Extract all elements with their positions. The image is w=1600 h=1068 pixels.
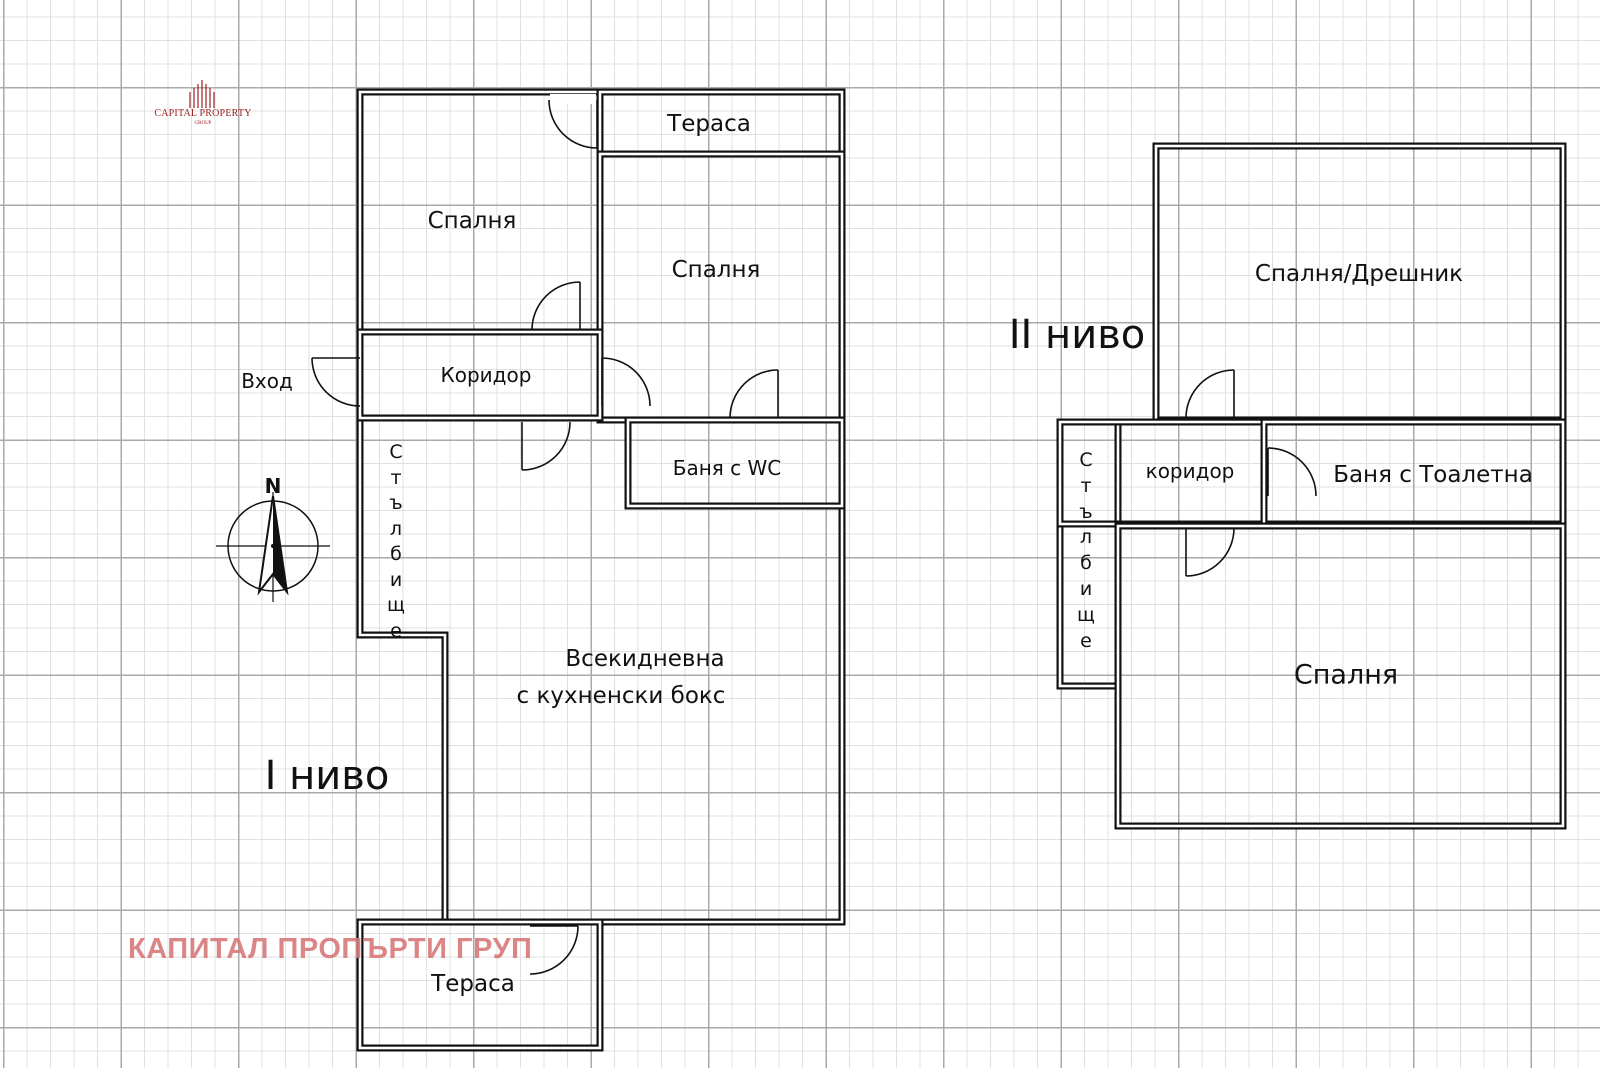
living-room-label: Всекидневна с кухненски бокс: [517, 641, 726, 715]
stairs-letter: щ: [387, 594, 405, 616]
door-corridor-bedroom-b: [601, 357, 651, 407]
level-2-doors: [1185, 369, 1317, 577]
stairs-letter: С: [389, 441, 403, 463]
level-1-title: I ниво: [264, 753, 390, 799]
stairs-letter: б: [1080, 552, 1092, 575]
stairs-letter: ъ: [389, 492, 403, 514]
living-room-label-line2: с кухненски бокс: [516, 683, 726, 709]
level-2-walls: [1056, 142, 1567, 830]
door-corridor-living: [521, 421, 571, 471]
corridor-2-label: коридор: [1145, 459, 1235, 483]
door-bathroom-2: [1267, 447, 1317, 497]
stairs-letter: С: [1079, 449, 1093, 471]
door-bedroom-a-top: [548, 99, 598, 149]
stairs-letter: е: [390, 619, 402, 642]
level-1-doors: [311, 94, 779, 975]
door-bedroom-closet: [1185, 369, 1235, 419]
terrace-bottom-label: Тераса: [431, 971, 515, 997]
bathroom-label: Баня с WC: [672, 456, 782, 480]
living-room-label-line1: Всекидневна: [565, 646, 725, 672]
door-bedroom-2: [1185, 527, 1235, 577]
bedroom-2-label: Спалня: [1293, 659, 1399, 691]
stairs-letter: б: [390, 543, 402, 565]
logo-subtext: GROUP: [194, 121, 212, 126]
compass-icon: [216, 492, 330, 602]
bedroom-a-label: Спалня: [427, 208, 517, 234]
watermark-text: КАПИТАЛ ПРОПЪРТИ ГРУП: [128, 933, 533, 965]
bedroom-b-wall: [596, 150, 846, 424]
door-entrance: [311, 357, 361, 407]
stairs-letter: и: [1079, 577, 1093, 600]
bathroom-2-label: Баня с Тоалетна: [1333, 462, 1533, 488]
corridor-label: Коридор: [440, 363, 532, 387]
level-2-title: II ниво: [1008, 312, 1146, 358]
entrance-label: Вход: [241, 369, 293, 393]
door-bedroom-b-bottom: [729, 369, 779, 419]
bedroom-b-label: Спалня: [671, 257, 761, 283]
company-logo: CAPITAL PROPERTY GROUP: [138, 78, 268, 132]
stairs-letter: щ: [1077, 603, 1095, 626]
stairs-letter: и: [389, 568, 403, 591]
door-bedroom-a-bottom: [531, 281, 581, 331]
stairs-letter: т: [1080, 474, 1092, 497]
logo-text: CAPITAL PROPERTY: [154, 108, 252, 119]
stairs-letter: т: [390, 466, 402, 489]
stairs-letter: л: [389, 517, 403, 540]
level-1-walls: [356, 88, 846, 1052]
logo-bars-icon: [189, 80, 215, 108]
door-terrace-bottom: [529, 925, 579, 975]
compass-north-label: N: [264, 474, 282, 498]
north-compass: N: [210, 466, 334, 616]
terrace-top-label: Тераса: [667, 111, 751, 137]
stairs-letter: л: [1079, 526, 1093, 549]
stairs-letter: ъ: [1079, 500, 1093, 523]
bedroom-closet-label: Спалня/Дрешник: [1254, 261, 1464, 287]
stairs-letter: е: [1080, 629, 1092, 652]
